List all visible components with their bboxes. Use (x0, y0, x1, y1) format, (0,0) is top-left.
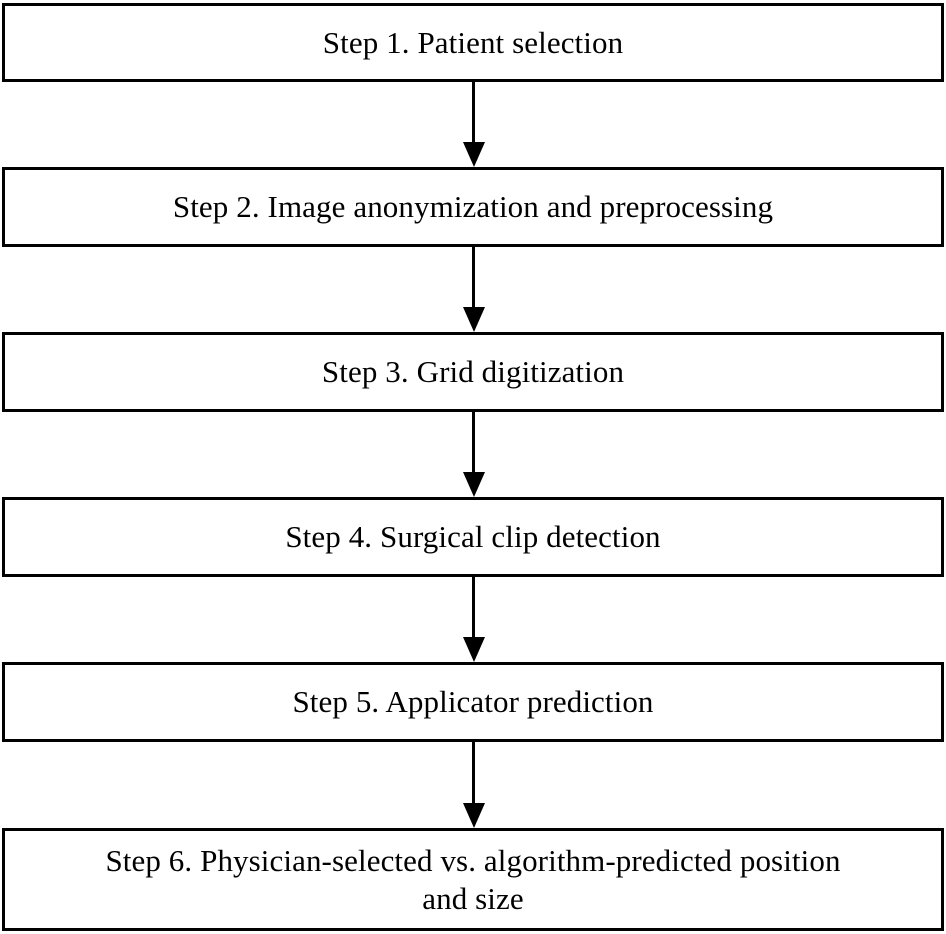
arrow-shaft-icon (472, 742, 475, 803)
flowchart-node-step-5-label: Step 5. Applicator prediction (292, 684, 654, 719)
arrow-head-down-icon (463, 803, 485, 828)
arrow-shaft-icon (472, 577, 475, 637)
flowchart-arrow-step-3-to-step-4 (461, 412, 487, 497)
flowchart-arrow-step-4-to-step-5 (461, 577, 487, 662)
arrow-shaft-icon (472, 247, 475, 307)
flowchart-node-step-4-label: Step 4. Surgical clip detection (285, 519, 661, 554)
flowchart-arrow-step-2-to-step-3 (461, 247, 487, 332)
arrow-shaft-icon (472, 82, 475, 142)
flowchart-node-step-2-label: Step 2. Image anonymization and preproce… (172, 189, 774, 224)
arrow-shaft-icon (472, 412, 475, 472)
flowchart-node-step-6: Step 6. Physician-selected vs. algorithm… (2, 828, 944, 931)
flowchart-arrow-step-5-to-step-6 (461, 742, 487, 828)
flowchart-node-step-6-label: Step 6. Physician-selected vs. algorithm… (105, 842, 841, 916)
flowchart-node-step-3-label: Step 3. Grid digitization (321, 354, 625, 389)
arrow-head-down-icon (463, 637, 485, 662)
flowchart-node-step-3: Step 3. Grid digitization (2, 332, 944, 412)
flowchart-arrow-step-1-to-step-2 (461, 82, 487, 167)
flowchart-node-step-1-label: Step 1. Patient selection (322, 24, 624, 60)
flowchart-node-step-2: Step 2. Image anonymization and preproce… (2, 167, 944, 247)
flowchart-node-step-4: Step 4. Surgical clip detection (2, 497, 944, 577)
arrow-head-down-icon (463, 472, 485, 497)
flowchart-node-step-1: Step 1. Patient selection (2, 3, 944, 82)
flowchart-node-step-5: Step 5. Applicator prediction (2, 662, 944, 742)
arrow-head-down-icon (463, 142, 485, 167)
arrow-head-down-icon (463, 307, 485, 332)
